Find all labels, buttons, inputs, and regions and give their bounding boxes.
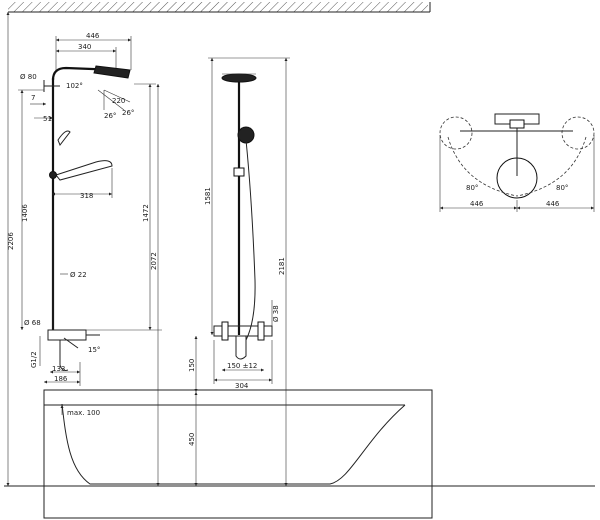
ceiling xyxy=(8,2,431,13)
thread-g12: G1/2 xyxy=(30,351,38,368)
dim-340: 340 xyxy=(78,43,91,51)
bathtub xyxy=(4,389,595,519)
dim-446-right: 446 xyxy=(546,200,560,208)
dim-1581: 1581 xyxy=(204,187,212,205)
dim-318: 318 xyxy=(80,192,93,200)
dim-150-height: 150 xyxy=(188,359,196,372)
dim-pipe-22: Ø 22 xyxy=(70,271,87,279)
dim-304: 304 xyxy=(235,382,249,390)
dim-2181: 2181 xyxy=(278,257,286,275)
angle-26-a: 26° xyxy=(104,112,116,120)
top-view-shower xyxy=(439,113,595,212)
dim-1406: 1406 xyxy=(21,204,29,222)
front-view-shower xyxy=(213,73,273,360)
dim-450: 450 xyxy=(188,433,196,446)
dim-outlet-68: Ø 68 xyxy=(24,319,41,327)
angle-102: 102° xyxy=(66,82,83,90)
angle-15: 15° xyxy=(88,346,100,354)
dim-2072: 2072 xyxy=(150,252,158,270)
angle-26-b: 26° xyxy=(122,109,134,117)
dimension-labels: 446 340 Ø 80 7 51 102° 220 26° 26° 318 Ø… xyxy=(7,32,568,446)
dim-446-left: 446 xyxy=(470,200,484,208)
dim-220: 220 xyxy=(112,97,125,105)
dim-186: 186 xyxy=(54,375,68,383)
dim-hose-38: Ø 38 xyxy=(272,305,280,322)
dim-7: 7 xyxy=(31,94,35,102)
dim-150-pm12: 150 ±12 xyxy=(227,362,257,370)
angle-80-right: 80° xyxy=(556,184,568,192)
dim-1472: 1472 xyxy=(142,204,150,222)
dimension-lines xyxy=(6,12,595,486)
angle-80-left: 80° xyxy=(466,184,478,192)
dim-2206: 2206 xyxy=(7,232,15,250)
dim-446-top: 446 xyxy=(86,32,100,40)
dim-flange-80: Ø 80 xyxy=(20,73,37,81)
dim-max-100: max. 100 xyxy=(67,409,100,417)
dim-51: 51 xyxy=(43,115,52,123)
dim-133: 133 xyxy=(52,365,65,373)
side-view-shower xyxy=(43,65,131,371)
